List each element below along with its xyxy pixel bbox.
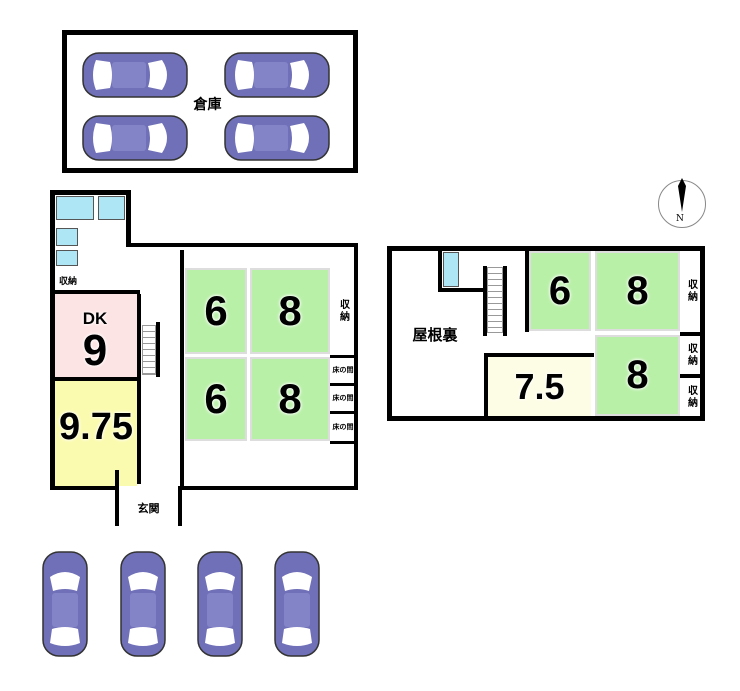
tatami-size: 6 [204, 287, 228, 334]
entrance-label: 玄関 [137, 501, 160, 515]
tatami-size: 8 [626, 353, 649, 397]
car-icon [80, 113, 190, 163]
car-icon [40, 548, 90, 660]
tokonoma-label: 床の間 [332, 366, 354, 374]
compass-north: N [676, 214, 684, 224]
western-size-2: 7.5 [514, 365, 565, 407]
storage-small: 収納 [58, 276, 77, 287]
tokonoma-label: 床の間 [332, 423, 354, 431]
tatami-size: 8 [278, 287, 302, 334]
tatami-room-1 [185, 268, 247, 354]
north-arrow-icon [678, 178, 686, 212]
stairs [142, 325, 156, 375]
car-icon [80, 50, 190, 100]
tatami-room-3 [185, 357, 247, 441]
car-icon [195, 548, 245, 660]
washroom [98, 196, 125, 220]
dk-size: 9 [82, 325, 108, 375]
tatami-room-5 [529, 251, 591, 331]
storage-label: 収納 [685, 279, 697, 303]
storage-label: 収納 [685, 385, 697, 409]
storage-label: 収納 [337, 299, 349, 323]
stairs [487, 267, 503, 333]
western-room-2 [488, 357, 591, 416]
toilet-icon [443, 252, 459, 287]
storage-label: 収納 [685, 343, 697, 367]
car-icon [272, 548, 322, 660]
car-icon [222, 50, 332, 100]
tatami-size: 6 [548, 268, 572, 313]
dk-room [55, 294, 137, 378]
tatami-room-2 [250, 268, 330, 354]
dk-label: DK [82, 309, 108, 328]
toilet-icon [56, 228, 78, 246]
tokonoma-label: 床の間 [332, 394, 354, 402]
western-room [55, 381, 137, 486]
garage [62, 30, 358, 173]
car-icon [222, 113, 332, 163]
toilet-icon [56, 250, 78, 266]
tatami-room-6 [595, 251, 680, 331]
tatami-room-7 [595, 335, 680, 416]
garage-label: 倉庫 [193, 97, 222, 113]
tatami-size: 8 [626, 268, 649, 313]
car-icon [118, 548, 168, 660]
tatami-room-4 [250, 357, 330, 441]
bath-icon [56, 196, 94, 220]
tatami-size: 6 [204, 375, 228, 422]
attic-label: 屋根裏 [412, 325, 458, 344]
western-size: 9.75 [59, 406, 133, 448]
tatami-size: 8 [278, 375, 302, 422]
